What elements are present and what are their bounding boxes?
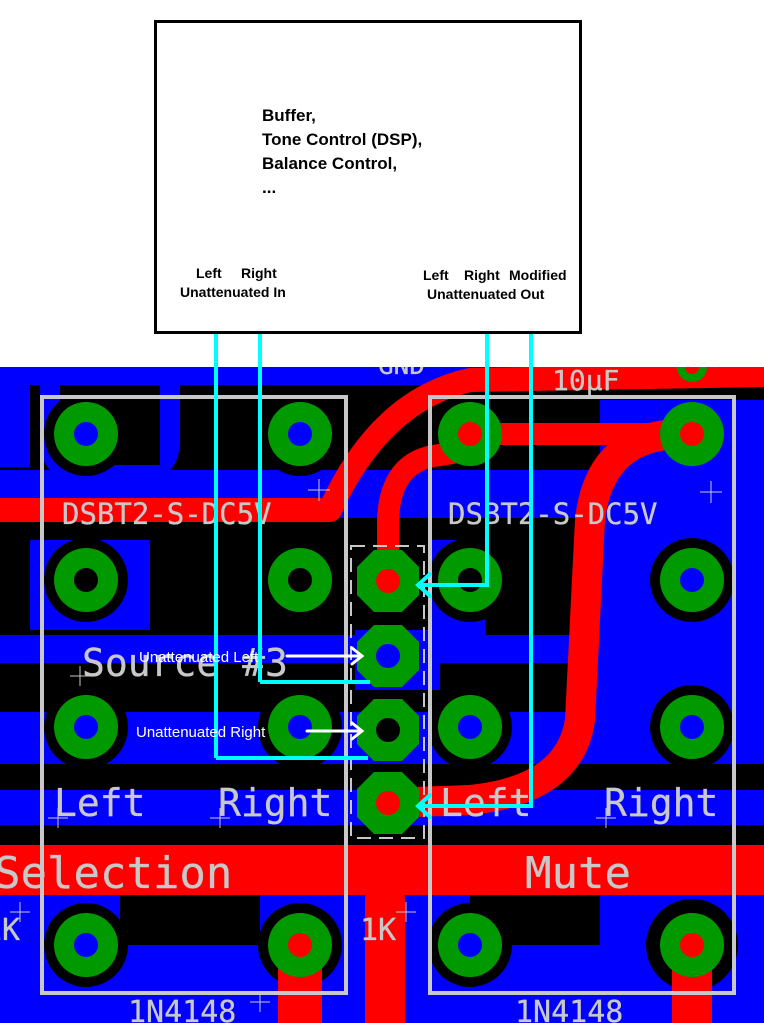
silk-right-a: Right (218, 781, 332, 825)
silk-relay-left: DSBT2-S-DC5V (62, 497, 272, 531)
silk-res-left: 1K (0, 913, 20, 948)
silk-gnd: GND (378, 351, 425, 381)
in-left-label: Left (196, 265, 222, 281)
in-caption: Unattenuated In (180, 284, 286, 300)
silk-left-b: Left (440, 781, 532, 825)
silk-selection: Selection (0, 848, 232, 899)
out-modified-label: Modified (509, 267, 567, 283)
in-right-label: Right (241, 265, 277, 281)
silk-cap-value: 10µF (552, 364, 619, 397)
block-line-1: Buffer, (262, 106, 316, 125)
wire-right-modified-out (420, 330, 533, 808)
block-line-3: Balance Control, (262, 154, 398, 173)
out-right-label: Right (464, 267, 500, 283)
top-right-via-hole (685, 367, 699, 374)
block-line-2: Tone Control (DSP), (262, 130, 423, 149)
block-line-4: ... (262, 178, 277, 197)
relay-left-pads (54, 402, 332, 977)
silk-right-b: Right (604, 781, 718, 825)
silk-source: Source #3 (82, 641, 288, 685)
arrow-left-to-pin1 (415, 572, 432, 598)
arrow-left-to-pin4 (415, 793, 432, 819)
out-caption: Unattenuated Out (427, 286, 545, 302)
arrow-unatt-left (285, 646, 365, 666)
silk-relay-right: DSBT2-S-DC5V (448, 497, 658, 531)
silk-diode-right: 1N4148 (515, 995, 623, 1023)
wire-left-modified-out (420, 330, 489, 587)
silkscreen-crosses (10, 479, 722, 1012)
wire-right-unattenuated-in (258, 322, 370, 684)
signal-wires (214, 322, 533, 808)
silk-res-mid: 1K (360, 913, 396, 948)
arrow-unatt-right (305, 721, 365, 741)
wire-left-unattenuated-in (214, 322, 368, 760)
annotation-arrows (285, 646, 365, 741)
processing-block (154, 20, 582, 334)
header-pins (350, 545, 425, 839)
silk-mute: Mute (525, 848, 631, 899)
annotation-unattenuated-right: Unattenuated Right (136, 724, 266, 741)
annotation-unattenuated-left: Unattenuated Left (139, 649, 259, 666)
silk-diode-left: 1N4148 (128, 995, 236, 1023)
out-left-label: Left (423, 267, 449, 283)
silk-left-a: Left (54, 781, 146, 825)
silkscreen-outlines (40, 395, 736, 995)
top-right-via (677, 367, 707, 382)
